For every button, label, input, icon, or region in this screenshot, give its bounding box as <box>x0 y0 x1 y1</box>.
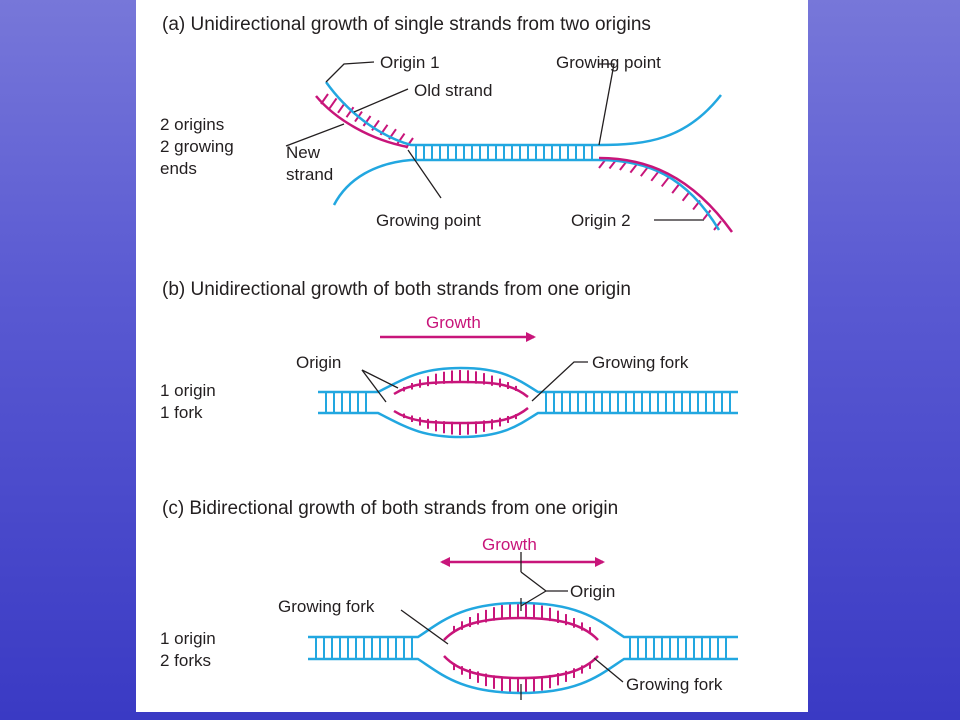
base-pair-rung <box>345 106 355 118</box>
panel-a-side-label-1: 2 origins <box>160 115 224 134</box>
panel-a-origin2-label: Origin 2 <box>571 211 631 230</box>
panel-b-top-new-strand <box>393 380 529 398</box>
panel-c-base-pairs <box>315 603 727 693</box>
diagram-panel: (a) Unidirectional growth of single stra… <box>136 0 808 712</box>
base-pair-rung <box>650 171 660 182</box>
panel-a-growing-point-top-label: Growing point <box>556 53 661 72</box>
panel-b-side-label-2: 1 fork <box>160 403 203 422</box>
panel-a-title: (a) Unidirectional growth of single stra… <box>162 14 651 35</box>
panel-c-title: (c) Bidirectional growth of both strands… <box>162 498 618 519</box>
base-pair-rung <box>328 97 338 109</box>
base-pair-rung <box>702 209 712 220</box>
panel-c-growth-label: Growth <box>482 535 537 554</box>
panel-a-old-strand-label: Old strand <box>414 81 492 100</box>
panel-a-new-strand-label-2: strand <box>286 165 333 184</box>
base-pair-rung <box>640 166 649 177</box>
panel-a-origin1-leader <box>325 61 375 83</box>
panel-a-new-strand-label-1: New <box>286 143 321 162</box>
panel-a-new-strand-right <box>598 156 734 233</box>
panel-a-new-strand-leader <box>285 123 345 147</box>
panel-a-origin1-label: Origin 1 <box>380 53 440 72</box>
panel-b-bottom-new-strand <box>393 407 529 425</box>
panel-c-origin-leader-2 <box>520 590 547 607</box>
base-pair-rung <box>671 183 680 194</box>
panel-c-growing-fork-left-label: Growing fork <box>278 597 375 616</box>
panel-c-bottom-new-strand <box>443 655 599 680</box>
panel-a-bottom-old-strand <box>332 158 721 231</box>
panel-a-base-pairs <box>320 93 722 231</box>
panel-a-new-strand-left <box>315 95 409 149</box>
panel-b-growth-label: Growth <box>426 313 481 332</box>
panel-a-growing-point-top-leader <box>598 63 615 146</box>
panel-b-base-pairs <box>325 370 731 435</box>
panel-b-title: (b) Unidirectional growth of both strand… <box>162 279 631 300</box>
panel-a-growing-point-bottom-label: Growing point <box>376 211 481 230</box>
replication-diagram: (a) Unidirectional growth of single stra… <box>160 14 738 700</box>
base-pair-rung <box>660 176 670 188</box>
panel-a-top-old-strand <box>324 81 722 147</box>
panel-b-bottom-old-strand <box>318 411 738 439</box>
panel-a-growing-point-bottom-leader <box>407 149 442 199</box>
panel-c-top-new-strand <box>443 616 599 641</box>
panel-b-origin-leader-1 <box>361 369 387 403</box>
panel-b-growing-fork-leader <box>531 361 588 402</box>
panel-a: (a) Unidirectional growth of single stra… <box>160 14 734 233</box>
panel-b-origin-leader-2 <box>361 369 399 389</box>
panel-a-side-label-3: ends <box>160 159 197 178</box>
panel-c: (c) Bidirectional growth of both strands… <box>160 498 738 700</box>
panel-b: (b) Unidirectional growth of both strand… <box>160 279 738 439</box>
panel-b-origin-label: Origin <box>296 353 341 372</box>
panel-c-growing-fork-left-leader <box>400 609 449 645</box>
panel-a-old-strand-leader <box>353 88 409 113</box>
panel-c-side-label-1: 1 origin <box>160 629 216 648</box>
panel-b-growing-fork-label: Growing fork <box>592 353 689 372</box>
panel-c-growing-fork-right-leader <box>593 657 624 683</box>
panel-b-top-old-strand <box>318 366 738 394</box>
panel-b-side-label-1: 1 origin <box>160 381 216 400</box>
panel-c-side-label-2: 2 forks <box>160 651 211 670</box>
panel-c-origin-label: Origin <box>570 582 615 601</box>
base-pair-rung <box>362 115 372 127</box>
panel-c-origin-leader-1 <box>520 571 568 592</box>
panel-c-growing-fork-right-label: Growing fork <box>626 675 723 694</box>
panel-a-side-label-2: 2 growing <box>160 137 234 156</box>
